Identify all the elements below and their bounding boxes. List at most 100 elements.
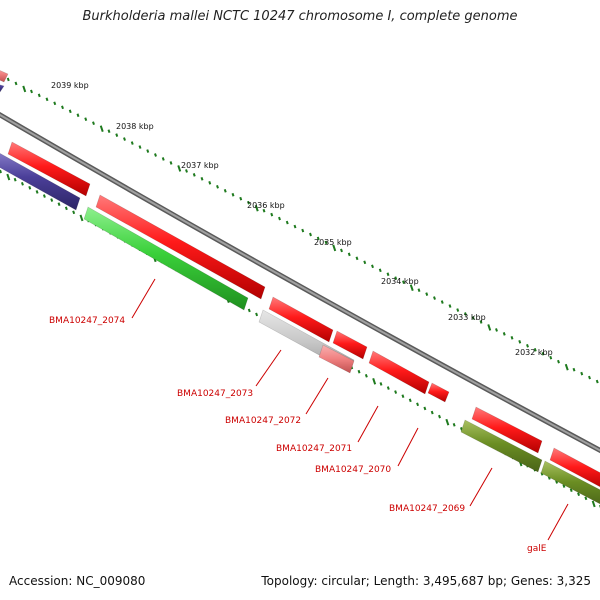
scale-minor-tick bbox=[309, 232, 312, 237]
gene-arrow-forward[interactable] bbox=[427, 382, 450, 403]
scale-minor-tick bbox=[301, 228, 305, 233]
scale-major-tick bbox=[99, 125, 104, 132]
scale-minor-tick bbox=[580, 371, 584, 376]
scale-label: 2032 kbp bbox=[515, 348, 553, 357]
gene-arrow-reverse[interactable] bbox=[460, 419, 543, 473]
scale-minor-tick bbox=[502, 332, 506, 336]
scale-minor-tick bbox=[588, 375, 591, 380]
scale-minor-tick bbox=[262, 208, 266, 213]
gene-arrow-forward[interactable] bbox=[549, 447, 600, 490]
scale-minor-tick bbox=[363, 260, 367, 265]
scale-minor-tick bbox=[417, 288, 421, 292]
gene-label[interactable]: galE bbox=[527, 544, 547, 554]
gene-label[interactable]: BMA10247_2071 bbox=[276, 444, 352, 454]
scale-major-tick bbox=[487, 324, 492, 331]
inner-minor-tick bbox=[569, 488, 573, 492]
gene-arrow-forward[interactable] bbox=[368, 350, 430, 395]
scale-minor-tick bbox=[557, 359, 560, 364]
inner-major-tick bbox=[6, 173, 11, 181]
scale-minor-tick bbox=[61, 105, 64, 110]
scale-minor-tick bbox=[541, 351, 545, 356]
gene-arrow-forward[interactable] bbox=[268, 296, 334, 343]
scale-minor-tick bbox=[340, 248, 343, 253]
scale-minor-tick bbox=[549, 355, 553, 360]
gene-arrow-edge[interactable] bbox=[0, 66, 9, 83]
inner-minor-tick bbox=[35, 190, 39, 194]
scale-minor-tick bbox=[14, 81, 18, 86]
gene-leader-line bbox=[357, 405, 379, 443]
scale-minor-tick bbox=[37, 93, 41, 98]
gene-leader-line bbox=[255, 349, 282, 387]
gene-leader-line bbox=[469, 467, 493, 507]
scale-minor-tick bbox=[169, 161, 173, 165]
gene-leader-line bbox=[131, 278, 156, 319]
inner-minor-tick bbox=[423, 406, 427, 411]
inner-minor-tick bbox=[21, 181, 24, 186]
gene-arrow-forward[interactable] bbox=[332, 330, 368, 360]
scale-label: 2035 kbp bbox=[314, 238, 352, 247]
inner-minor-tick bbox=[42, 194, 46, 198]
scale-minor-tick bbox=[386, 272, 390, 277]
scale-minor-tick bbox=[130, 141, 134, 145]
scale-minor-tick bbox=[115, 133, 119, 137]
inner-minor-tick bbox=[13, 177, 17, 182]
scale-minor-tick bbox=[68, 109, 72, 114]
scale-minor-tick bbox=[107, 129, 111, 133]
inner-minor-tick bbox=[555, 480, 559, 484]
inner-minor-tick bbox=[0, 169, 2, 174]
scale-minor-tick bbox=[495, 328, 498, 332]
scale-minor-tick bbox=[440, 300, 444, 304]
scale-label: 2036 kbp bbox=[247, 201, 285, 210]
inner-minor-tick bbox=[357, 369, 361, 374]
scale-minor-tick bbox=[479, 320, 483, 324]
scale-minor-tick bbox=[425, 292, 429, 296]
scale-minor-tick bbox=[471, 316, 475, 320]
inner-minor-tick bbox=[401, 394, 405, 399]
scale-minor-tick bbox=[371, 264, 374, 269]
scale-minor-tick bbox=[347, 252, 351, 257]
gene-label[interactable]: BMA10247_2074 bbox=[49, 316, 125, 326]
gene-arrow-reverse[interactable] bbox=[83, 206, 249, 311]
scale-major-tick bbox=[22, 85, 27, 93]
gene-leader-line bbox=[397, 427, 419, 467]
inner-minor-tick bbox=[379, 382, 383, 386]
scale-minor-tick bbox=[185, 169, 188, 173]
scale-minor-tick bbox=[293, 224, 297, 229]
inner-minor-tick bbox=[416, 402, 420, 407]
scale-minor-tick bbox=[456, 308, 460, 312]
scale-minor-tick bbox=[146, 149, 150, 153]
gene-label[interactable]: BMA10247_2070 bbox=[315, 465, 391, 475]
scale-major-tick bbox=[564, 363, 569, 371]
gene-arrow-forward[interactable] bbox=[471, 406, 543, 454]
gene-arrow-edge[interactable] bbox=[0, 82, 5, 93]
inner-minor-tick bbox=[247, 308, 251, 313]
gene-arrow-forward[interactable] bbox=[95, 194, 266, 300]
gene-arrow-reverse[interactable] bbox=[540, 460, 600, 507]
scale-major-tick bbox=[177, 165, 182, 172]
inner-minor-tick bbox=[72, 210, 76, 215]
scale-label: 2034 kbp bbox=[381, 277, 419, 286]
scale-minor-tick bbox=[533, 347, 537, 352]
inner-minor-tick bbox=[57, 202, 61, 206]
scale-minor-tick bbox=[84, 117, 88, 122]
scale-minor-tick bbox=[239, 196, 243, 201]
gene-label[interactable]: BMA10247_2069 bbox=[389, 504, 465, 514]
genome-backbone bbox=[0, 113, 600, 452]
inner-major-tick bbox=[445, 418, 450, 426]
gene-label[interactable]: BMA10247_2073 bbox=[177, 389, 253, 399]
scale-label: 2037 kbp bbox=[181, 161, 219, 170]
scale-label: 2038 kbp bbox=[116, 122, 154, 131]
inner-major-tick bbox=[591, 500, 596, 508]
gene-arrow-forward[interactable] bbox=[7, 141, 91, 197]
scale-minor-tick bbox=[123, 137, 126, 141]
gene-arrow-reverse[interactable] bbox=[318, 344, 355, 374]
inner-minor-tick bbox=[386, 386, 390, 390]
inner-minor-tick bbox=[438, 414, 441, 419]
gene-arrow-reverse[interactable] bbox=[0, 150, 81, 211]
scale-minor-tick bbox=[378, 268, 382, 273]
scale-minor-tick bbox=[433, 296, 436, 300]
inner-major-tick bbox=[79, 214, 84, 222]
gene-leader-line bbox=[547, 503, 569, 541]
gene-label[interactable]: BMA10247_2072 bbox=[225, 416, 301, 426]
